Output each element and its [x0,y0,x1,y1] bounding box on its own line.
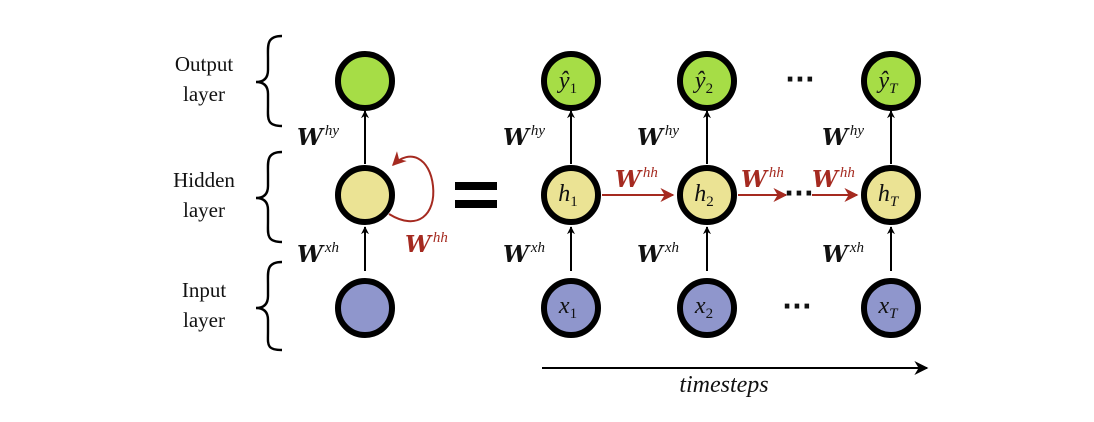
folded-hidden-node [335,165,395,225]
output-layer-label-line1: Output [175,52,234,76]
hidden-node-2 [677,165,737,225]
output-node-T [861,51,921,111]
input-node-1 [541,278,601,338]
hidden-node-1 [541,165,601,225]
output-node-2-label: ŷ2 [693,68,713,97]
output-layer-label-line2: layer [183,82,225,106]
timesteps-label: timesteps [679,372,768,398]
input-node-2 [677,278,737,338]
input-node-2-label: x2 [694,293,713,322]
output-node-1 [541,51,601,111]
output-node-1-label: ŷ1 [557,68,577,97]
folded-recurrent-loop-arrow [388,151,435,223]
input-ellipsis: ··· [782,292,812,322]
layer-braces [255,34,283,352]
hidden-layer-label-line2: layer [183,198,225,222]
hidden-node-T-label: hT [878,181,900,210]
folded-input-node [335,278,395,338]
hidden-layer-label-line1: Hidden [173,168,235,192]
input-brace [255,260,283,352]
hidden-node-2-label: h2 [694,181,714,210]
hidden-node-T [861,165,921,225]
input-layer-label-line2: layer [183,308,225,332]
hidden-ellipsis: ··· [784,179,814,209]
output-ellipsis: ··· [785,65,815,95]
equals-sign [455,182,497,208]
equals-bar-bottom [455,200,497,208]
output-node-T-label: ŷT [877,68,900,97]
hidden-node-1-label: h1 [558,181,578,210]
input-layer-label-line1: Input [182,278,226,302]
equals-bar-top [455,182,497,190]
time-axis: timesteps [542,361,929,398]
output-node-2 [677,51,737,111]
input-node-T-label: xT [878,293,900,322]
output-brace [255,34,283,128]
input-node-T [861,278,921,338]
input-node-1-label: x1 [558,293,577,322]
folded-output-node [335,51,395,111]
hidden-brace [255,150,283,244]
layer-labels: Output layer Hidden layer Input layer [173,52,235,332]
